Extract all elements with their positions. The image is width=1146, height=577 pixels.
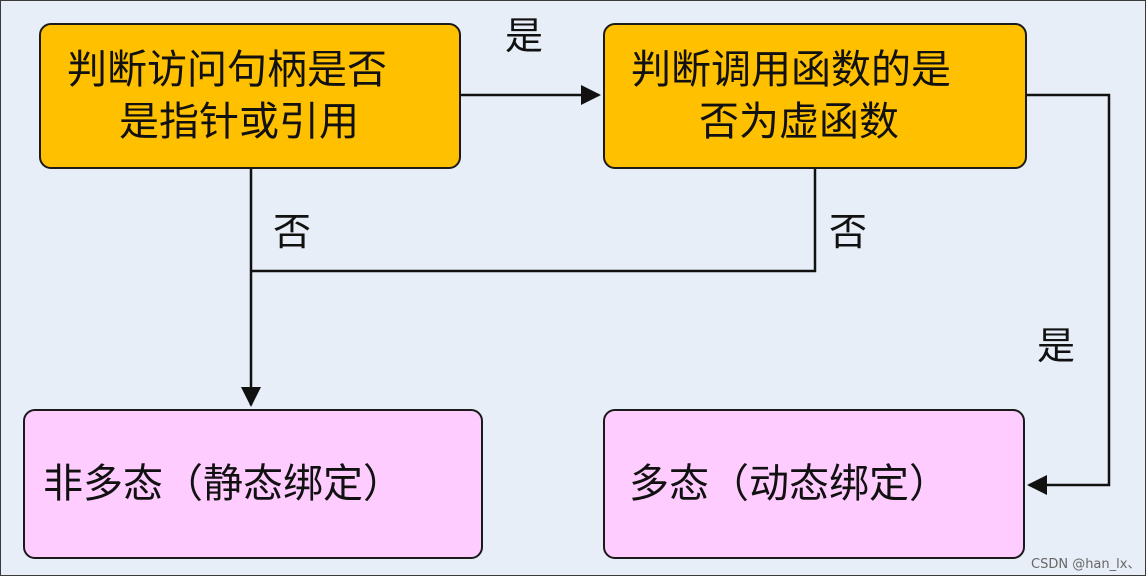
watermark: CSDN @han_lx、	[1031, 557, 1141, 572]
edge-label-handle-no: 否	[273, 210, 312, 254]
result-static-binding: 非多态（静态绑定）	[23, 409, 483, 559]
decision-check-virtual: 判断调用函数的是 否为虚函数	[603, 23, 1027, 169]
edge-label-handle-yes: 是	[505, 14, 544, 58]
decision-check-virtual-text: 判断调用函数的是 否为虚函数	[631, 44, 951, 148]
result-dynamic-binding: 多态（动态绑定）	[603, 409, 1025, 559]
decision-check-virtual-line1: 判断调用函数的是	[631, 47, 951, 93]
edge-label-virtual-yes: 是	[1037, 324, 1076, 368]
decision-check-handle: 判断访问句柄是否 是指针或引用	[39, 23, 461, 169]
result-static-binding-label: 非多态（静态绑定）	[43, 461, 403, 507]
decision-check-handle-line2: 是指针或引用	[119, 99, 359, 145]
decision-check-handle-line1: 判断访问句柄是否	[67, 47, 387, 93]
edge-virtual-yes	[1025, 93, 1111, 495]
edge-label-virtual-no: 否	[829, 210, 868, 254]
decision-check-virtual-line2: 否为虚函数	[699, 99, 899, 145]
result-dynamic-binding-label: 多态（动态绑定）	[629, 461, 949, 507]
decision-check-handle-text: 判断访问句柄是否 是指针或引用	[67, 44, 387, 148]
edge-virtual-no	[251, 169, 817, 273]
